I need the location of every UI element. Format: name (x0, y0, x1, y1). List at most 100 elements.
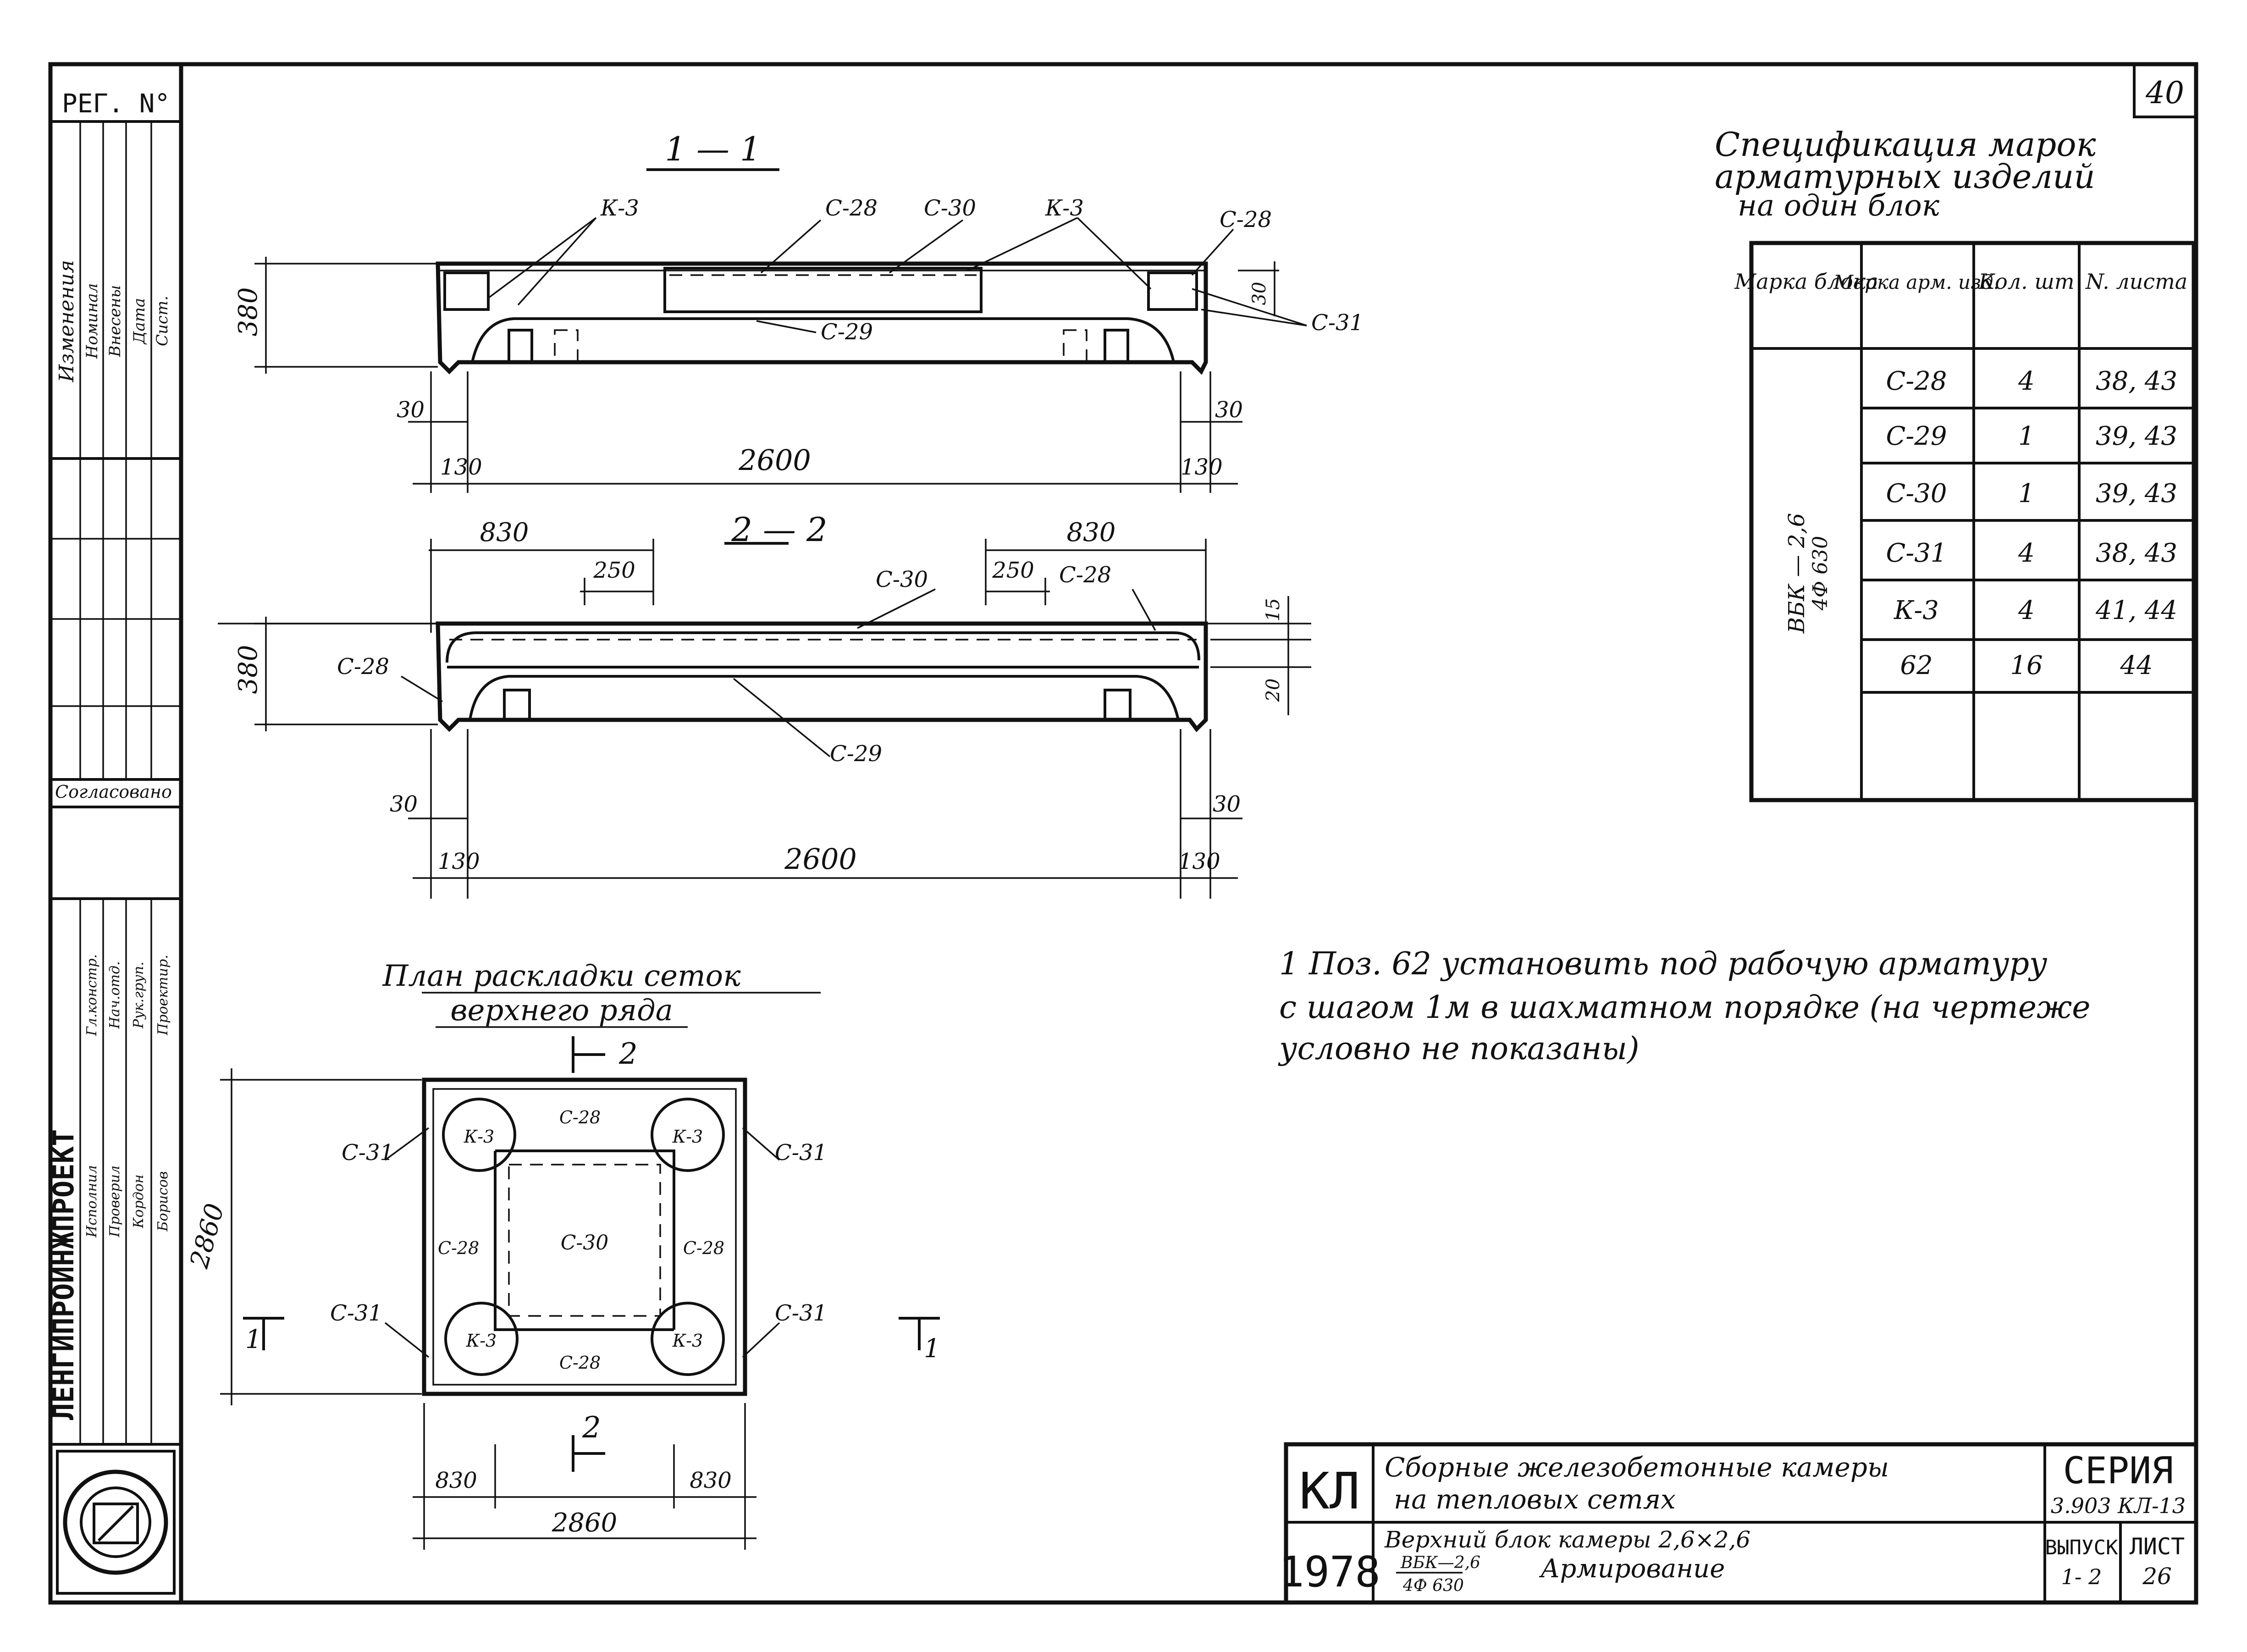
section-2-2: 2 — 2 830 830 250 250 С-30 С-28 (218, 510, 1311, 899)
plan-c30: С-30 (561, 1231, 609, 1254)
spec-row: С-28 4 38, 43 (1886, 366, 2177, 396)
series-value: 3.903 КЛ-13 (2051, 1493, 2186, 1518)
label-k3-right: К-3 (1045, 195, 1084, 221)
spec-title-3: на один блок (1738, 189, 1940, 223)
spec-header-sheet: N. листа (2085, 269, 2187, 294)
title-line-1: Сборные железобетонные камеры (1385, 1452, 1889, 1483)
dim-right-30: 30 (1249, 282, 1270, 305)
dim-span-2600: 2600 (738, 443, 811, 477)
agreed-label: Согласовано (55, 782, 172, 802)
spec-block-sub: 4Ф 630 (1809, 536, 1832, 611)
spec-cell-qty: 4 (2018, 538, 2035, 568)
section-1-1: 1 — 1 К-3 С-28 С-30 К-3 С-28 С-29 (233, 130, 1364, 493)
spec-row: С-31 4 38, 43 (1886, 538, 2177, 568)
spec-cell-qty: 1 (2018, 479, 2035, 508)
note: 1 Поз. 62 установить под рабочую арматур… (1278, 946, 2091, 1067)
spec-cell-item: С-30 (1886, 479, 1947, 508)
title-year: 1978 (1279, 1547, 1380, 1597)
changes-header: Изменения (55, 260, 78, 382)
dim-right-130: 130 (1181, 454, 1223, 480)
spec-cell-sheet: 41, 44 (2095, 596, 2177, 625)
plan-view: План раскладки сеток верхнего ряда 2 2 1… (184, 959, 940, 1550)
label-k3-left: К-3 (600, 195, 639, 221)
spec-cell-qty: 4 (2018, 596, 2035, 625)
plan-cut-bottom: 2 (582, 1411, 601, 1445)
dim-2-height-380: 380 (233, 645, 263, 694)
label-2-c28-left: С-28 (337, 654, 389, 680)
role-2: Нач.отд. (107, 961, 123, 1029)
plan-c31-br: С-31 (775, 1300, 827, 1326)
sheet-desc-1: Верхний блок камеры 2,6×2,6 (1384, 1526, 1750, 1553)
label-2-c30: С-30 (876, 567, 928, 592)
dim-left-130: 130 (440, 454, 482, 480)
spec-cell-item: 62 (1900, 651, 1932, 680)
list-label: ЛИСТ (2130, 1533, 2185, 1560)
dim-2-top-15: 15 (1263, 598, 1284, 622)
spec-header-qty: Кол. шт (1978, 269, 2074, 294)
dim-2-span-2600: 2600 (784, 842, 857, 876)
issue-label: ВЫПУСК (2045, 1536, 2118, 1559)
label-c28-right: С-28 (1220, 207, 1272, 232)
spec-cell-qty: 1 (2018, 421, 2035, 451)
plan-c28-bottom: С-28 (559, 1353, 601, 1373)
dim-2-right-130: 130 (1178, 849, 1220, 874)
org-emblem (56, 1450, 176, 1595)
dim-left-250: 250 (593, 558, 635, 583)
changes-col-2: Внесены (106, 285, 124, 358)
spec-header-block: Марка блока (1734, 269, 1878, 294)
spec-cell-item: С-28 (1886, 366, 1947, 396)
dim-left-30: 30 (397, 397, 425, 423)
label-2-c28-top: С-28 (1059, 562, 1111, 588)
spec-cell-item: К-3 (1894, 596, 1939, 625)
sheet-number: 40 (2145, 75, 2184, 111)
dim-2-bot-20: 20 (1263, 679, 1284, 702)
issue-value: 1- 2 (2061, 1564, 2102, 1589)
role-5: Исполнил (84, 1165, 100, 1238)
spec-table: Спецификация марок арматурных изделий на… (1715, 125, 2196, 802)
plan-dim-830-right: 830 (690, 1468, 732, 1493)
spec-row: С-29 1 39, 43 (1886, 421, 2177, 451)
title-code: КЛ (1299, 1462, 1360, 1520)
section-1-1-title: 1 — 1 (665, 130, 761, 168)
role-3: Рук.груп. (131, 961, 147, 1029)
dim-right-250: 250 (992, 558, 1034, 583)
sheet-frame: 40 (48, 62, 2198, 1605)
plan-title-1: План раскладки сеток (382, 959, 741, 993)
plan-cut-top: 2 (618, 1037, 638, 1071)
sheet-desc-sub: 4Ф 630 (1402, 1576, 1464, 1595)
plan-k3-bl: К-3 (466, 1331, 497, 1351)
note-line-1: 1 Поз. 62 установить под рабочую арматур… (1279, 946, 2048, 982)
dim-2-left-30: 30 (390, 791, 418, 817)
changes-col-1: Номинал (83, 283, 101, 359)
org-name: ЛЕНГИПРОИНЖПРОЕКТ (47, 1129, 80, 1420)
spec-cell-sheet: 38, 43 (2096, 538, 2177, 568)
spec-cell-sheet: 44 (2120, 651, 2153, 680)
sheet-desc-2: Армирование (1539, 1554, 1725, 1584)
name-2: Борисов (155, 1171, 171, 1232)
plan-c31-tr: С-31 (775, 1140, 827, 1166)
spec-row: 62 16 44 (1900, 651, 2153, 680)
spec-cell-qty: 4 (2018, 366, 2035, 396)
reg-label: РЕГ. N° (62, 89, 170, 119)
note-line-3: условно не показаны) (1278, 1031, 1640, 1067)
spec-row: К-3 4 41, 44 (1894, 596, 2177, 625)
title-block: КЛ 1978 Сборные железобетонные камеры на… (1279, 1442, 2198, 1605)
spec-cell-item: С-29 (1886, 421, 1947, 451)
spec-block-mark: ВБК — 2,6 (1784, 513, 1810, 634)
plan-c28-right: С-28 (683, 1238, 724, 1258)
plan-c28-left: С-28 (438, 1238, 479, 1258)
spec-header-item: Марка арм. изд. (1833, 271, 1999, 293)
plan-k3-tr: К-3 (672, 1127, 703, 1147)
spec-title-2: арматурных изделий (1715, 157, 2095, 196)
role-4: Проектир. (155, 955, 171, 1036)
title-line-2: на тепловых сетях (1394, 1484, 1676, 1515)
role-1: Гл.констр. (84, 954, 100, 1036)
dim-2-right-30: 30 (1213, 791, 1241, 817)
plan-side-2860: 2860 (184, 1200, 230, 1271)
label-c28-mid: С-28 (825, 195, 878, 221)
plan-dim-2860: 2860 (552, 1508, 618, 1538)
dim-left-830: 830 (480, 518, 529, 547)
plan-k3-tl: К-3 (464, 1127, 494, 1147)
dim-right-edge-30: 30 (1215, 397, 1243, 423)
